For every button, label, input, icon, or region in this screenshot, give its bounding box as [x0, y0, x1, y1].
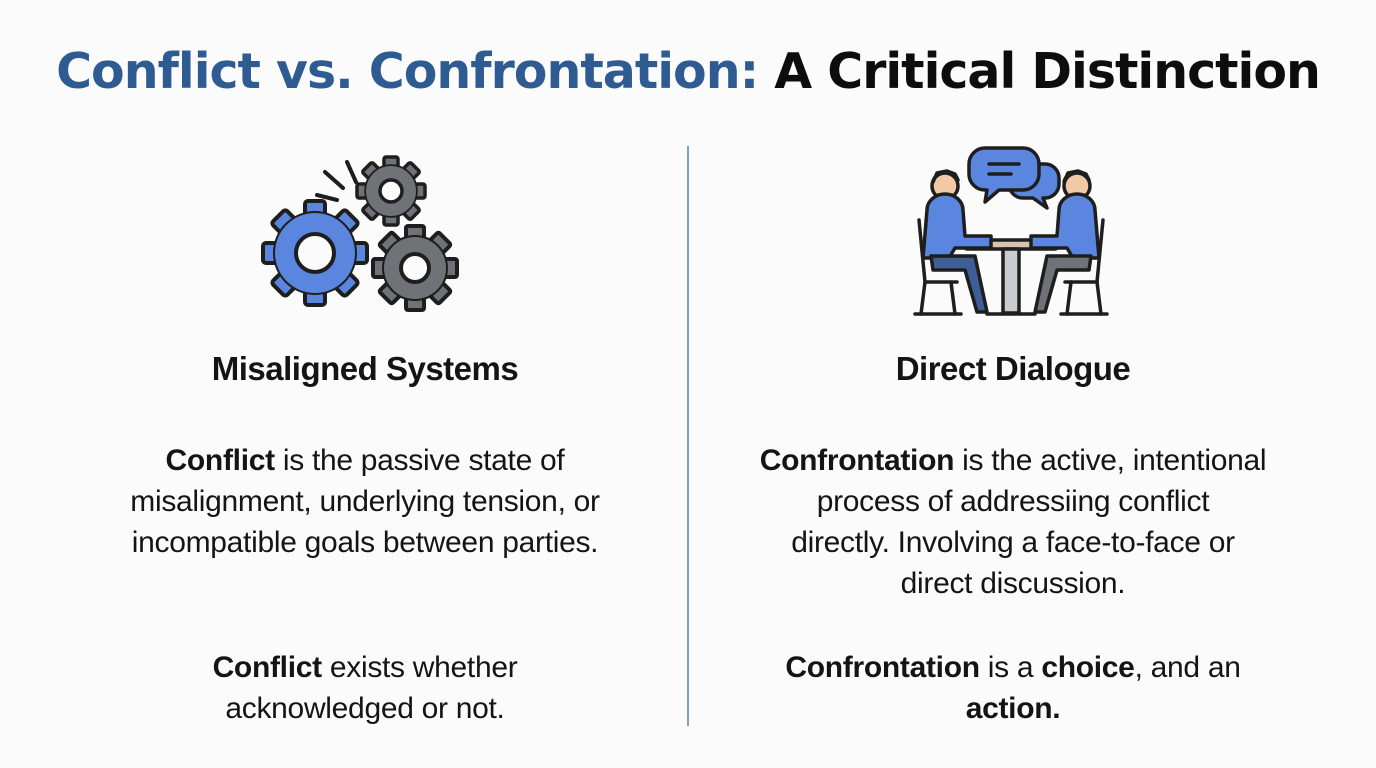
text-fragment: process of addressiing conflict [816, 485, 1210, 518]
text-fragment: misalignment, underlying tension, or [130, 485, 600, 518]
text-fragment: is the passive state of [274, 444, 565, 477]
column-divider [687, 146, 689, 726]
right-summary: Confrontation is a choice, and an action… [703, 647, 1323, 729]
gears-icon [255, 150, 475, 320]
term-conflict: Conflict [165, 444, 276, 477]
left-definition: Conflict is the passive state of misalig… [55, 440, 675, 563]
right-heading: Direct Dialogue [895, 350, 1131, 387]
term-conflict: Conflict [212, 651, 323, 684]
term-choice: choice [1041, 651, 1135, 684]
term-action: action. [965, 692, 1061, 725]
text-fragment: incompatible goals between parties. [131, 526, 599, 559]
dialogue-meeting-icon [911, 142, 1111, 327]
right-definition: Confrontation is the active, intentional… [703, 440, 1323, 604]
text-fragment: exists whether [321, 651, 518, 684]
term-confrontation: Confrontation [759, 444, 955, 477]
text-fragment: acknowledged or not. [225, 692, 505, 725]
term-confrontation: Confrontation [785, 651, 980, 684]
text-fragment: direct discussion. [900, 567, 1126, 600]
title-rest: A Critical Distinction [774, 43, 1321, 100]
text-fragment: is a [979, 651, 1042, 684]
text-fragment: , and an [1134, 651, 1241, 684]
left-heading: Misaligned Systems [211, 350, 519, 387]
page-title: Conflict vs. Confrontation: A Critical D… [0, 34, 1376, 110]
text-fragment: is the active, intentional [954, 444, 1267, 477]
left-summary: Conflict exists whether acknowledged or … [55, 647, 675, 729]
text-fragment: directly. Involving a face-to-face or [791, 526, 1235, 559]
title-highlight: Conflict vs. Confrontation: [56, 43, 759, 100]
